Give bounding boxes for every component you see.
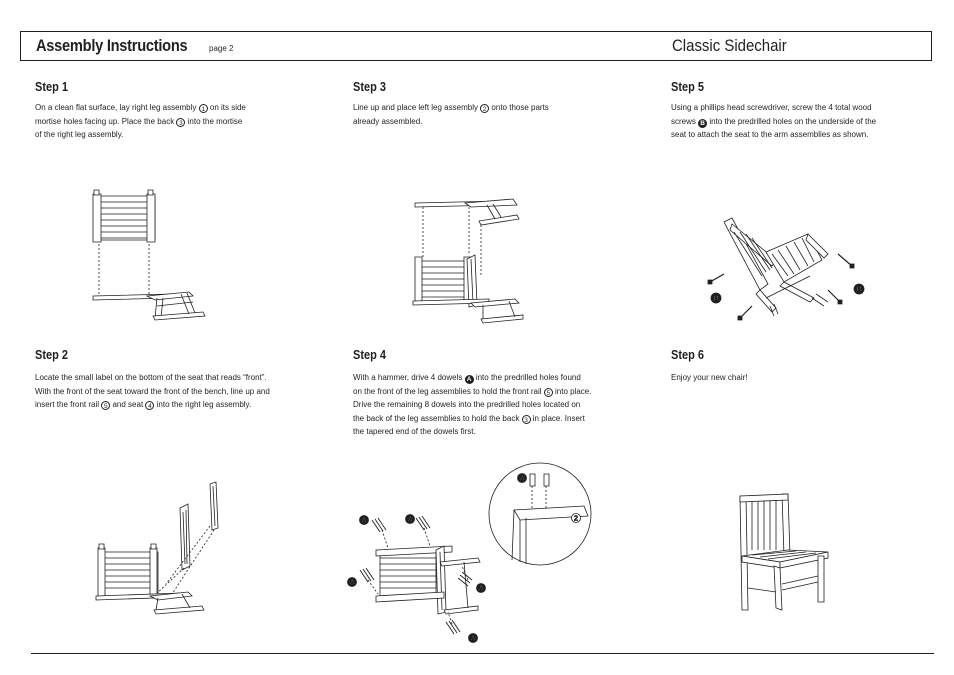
step-4-text: With a hammer, drive 4 dowels A into the… <box>353 373 592 437</box>
step-1-text: On a clean flat surface, lay right leg a… <box>35 103 246 140</box>
part-5-callout: 5 <box>543 387 553 397</box>
step-6-title: Step 6 <box>671 348 705 362</box>
step-3-title: Step 3 <box>353 80 387 94</box>
step-5-text: Using a phillips head screwdriver, screw… <box>671 103 877 140</box>
screw-b-label: B <box>714 296 719 303</box>
step-5-title: Step 5 <box>671 80 705 94</box>
step-1-title: Step 1 <box>35 80 69 94</box>
step-2-illustration <box>92 478 232 613</box>
step-6-text: Enjoy your new chair! <box>671 373 748 382</box>
step-3-text: Line up and place left leg assembly 2 on… <box>353 103 549 126</box>
step-4-illustration: A A A A A A 2 <box>344 462 596 643</box>
svg-text:A: A <box>471 636 476 643</box>
part-3-callout: 3 <box>176 117 186 127</box>
svg-text:A: A <box>350 580 355 587</box>
document-title: Assembly Instructions <box>36 36 188 55</box>
svg-text:A: A <box>408 517 413 524</box>
svg-text:A: A <box>479 586 484 593</box>
header-box: Assembly Instructions page 2 Classic Sid… <box>20 31 932 61</box>
svg-text:A: A <box>520 476 525 483</box>
product-title: Classic Sidechair <box>672 36 787 55</box>
footer-rule <box>31 653 934 654</box>
part-4-callout: 4 <box>145 401 155 411</box>
step-2-title: Step 2 <box>35 348 69 362</box>
step-4-title: Step 4 <box>353 348 387 362</box>
part-2-callout: 2 <box>480 104 490 113</box>
part-1-callout: 1 <box>198 104 208 113</box>
page-number: page 2 <box>209 44 234 53</box>
part-3-callout: 3 <box>521 414 531 424</box>
step-3-illustration <box>405 195 530 325</box>
left-leg-callout: 2 <box>574 516 578 523</box>
step-6-illustration <box>730 490 840 612</box>
svg-text:A: A <box>362 518 367 525</box>
dowel-a-labels: A A A A A <box>348 515 486 643</box>
dowel-a-callout: A <box>464 375 474 384</box>
step-1-illustration <box>85 188 210 323</box>
screw-b-callout: B <box>698 118 708 128</box>
step-5-illustration: B B <box>704 214 869 326</box>
screw-b-label: B <box>857 287 862 294</box>
part-5-callout: 5 <box>101 401 111 411</box>
step-2-text: Locate the small label on the bottom of … <box>35 373 270 411</box>
